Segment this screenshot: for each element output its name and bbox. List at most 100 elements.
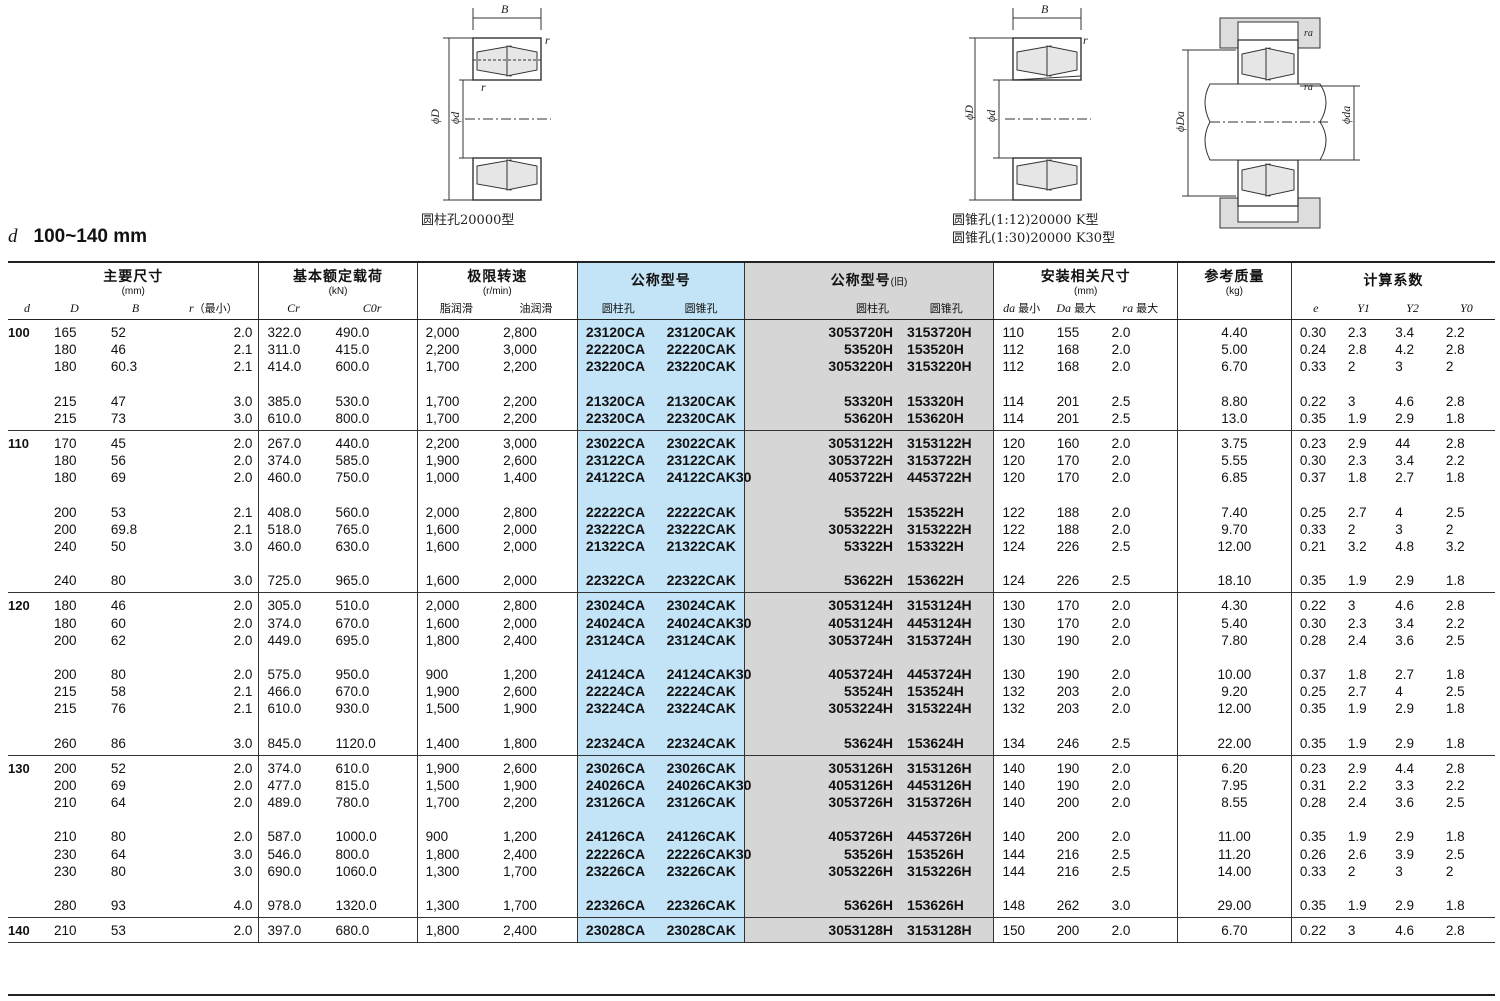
cell: 3.75 bbox=[1176, 430, 1292, 453]
cell: 2.0 bbox=[1111, 436, 1131, 452]
cell bbox=[46, 880, 103, 897]
cell: 2.0 bbox=[1111, 470, 1131, 486]
cell: 978.0 bbox=[258, 897, 328, 918]
cell bbox=[1438, 376, 1495, 393]
cell: 3 bbox=[1347, 393, 1356, 409]
cell: 2 bbox=[1445, 359, 1454, 375]
cell: 2.5 bbox=[1445, 795, 1465, 811]
cell: 24026CAK30 bbox=[658, 777, 751, 795]
bore-diameter bbox=[8, 615, 46, 632]
cell: 3.4 bbox=[1395, 615, 1415, 631]
cell: 9.70 bbox=[1176, 520, 1292, 539]
cell bbox=[168, 555, 259, 572]
cell: 3.4 bbox=[1395, 453, 1415, 469]
spacer-row bbox=[8, 880, 1495, 898]
cell: 2.0 bbox=[1111, 760, 1131, 776]
cell: 3053720H bbox=[743, 319, 900, 342]
cell: 670.0 bbox=[335, 615, 370, 631]
cell: 670.0 bbox=[335, 684, 370, 700]
cell: 3 bbox=[1395, 863, 1403, 879]
cell bbox=[328, 376, 418, 393]
cell: 180 bbox=[53, 615, 77, 631]
cell: 930.0 bbox=[335, 701, 370, 717]
cell bbox=[658, 649, 745, 667]
cell: 2.5 bbox=[1445, 632, 1465, 648]
cell: 180 bbox=[53, 453, 77, 469]
cell bbox=[1176, 811, 1292, 829]
cell: 489.0 bbox=[258, 794, 328, 812]
cell bbox=[328, 718, 418, 735]
cell: 2.0 bbox=[1111, 342, 1131, 358]
caption-taper-1-30: 圆锥孔(1:30)20000 K30型 bbox=[952, 231, 1116, 246]
cell: 2.0 bbox=[1111, 795, 1131, 811]
cell: 2.0 bbox=[233, 598, 253, 614]
cell: 2.0 bbox=[233, 325, 253, 340]
cell: 6.70 bbox=[1176, 917, 1292, 943]
cell: 1,400 bbox=[416, 734, 496, 756]
cell bbox=[899, 880, 994, 898]
cell bbox=[1387, 376, 1438, 393]
cell: 24124CAK30 bbox=[658, 666, 751, 684]
cell: 1.8 bbox=[1347, 667, 1367, 683]
cell: 3053124H bbox=[743, 592, 900, 615]
cell: 153624H bbox=[899, 734, 994, 756]
cell: 110 bbox=[993, 319, 1049, 342]
cell: 80 bbox=[110, 667, 126, 683]
cell: 23026CAK bbox=[658, 755, 745, 778]
cell: 3153124H bbox=[899, 592, 994, 615]
cell: 226 bbox=[1056, 539, 1080, 555]
cell: 200 bbox=[1056, 829, 1080, 845]
cell bbox=[1176, 486, 1292, 504]
cell bbox=[743, 649, 900, 667]
cell: 0.21 bbox=[1290, 538, 1340, 556]
cell: 4.2 bbox=[1395, 342, 1415, 358]
cell: 3053724H bbox=[743, 631, 900, 650]
cell: 11.00 bbox=[1176, 828, 1292, 846]
svg-text:ra: ra bbox=[1304, 28, 1313, 39]
cell: 4.30 bbox=[1176, 592, 1292, 615]
cell: 190 bbox=[1056, 778, 1080, 794]
cell: 153322H bbox=[899, 538, 994, 556]
cell: 415.0 bbox=[335, 342, 370, 358]
cell: 0.23 bbox=[1290, 430, 1340, 453]
cell: 53320H bbox=[743, 392, 900, 410]
cell: 0.28 bbox=[1290, 794, 1340, 812]
cell bbox=[46, 649, 103, 666]
bore-diameter bbox=[8, 880, 46, 897]
bore-diameter bbox=[8, 683, 46, 700]
cell: 3.0 bbox=[233, 393, 253, 409]
cell: 2.9 bbox=[1347, 436, 1367, 452]
cell bbox=[1290, 811, 1340, 829]
cell: 21322CA bbox=[576, 538, 659, 556]
cell: 2.1 bbox=[233, 504, 253, 520]
cell: 203 bbox=[1056, 701, 1080, 717]
cell: 680.0 bbox=[335, 923, 370, 939]
bore-diameter: 110 bbox=[8, 436, 29, 452]
cell: 4453724H bbox=[899, 666, 994, 684]
cell: 22226CAK30 bbox=[658, 845, 751, 863]
cell bbox=[899, 811, 994, 829]
cell: 23122CA bbox=[576, 452, 659, 470]
cell: 0.22 bbox=[1290, 392, 1340, 410]
cell bbox=[993, 555, 1049, 573]
cell bbox=[1049, 649, 1104, 666]
cell: 2.0 bbox=[1111, 521, 1131, 537]
cell: 6.20 bbox=[1176, 755, 1292, 778]
bore-diameter: 130 bbox=[8, 760, 30, 776]
cell: 2.0 bbox=[233, 615, 253, 631]
cell: 2,200 bbox=[503, 410, 537, 426]
cell: 518.0 bbox=[258, 520, 328, 539]
cell: 69 bbox=[110, 778, 126, 794]
cell: 2,000 bbox=[416, 319, 496, 342]
cell: 150 bbox=[993, 917, 1049, 943]
cell bbox=[1290, 486, 1340, 504]
cell: 466.0 bbox=[258, 683, 328, 701]
cell: 130 bbox=[993, 631, 1049, 650]
